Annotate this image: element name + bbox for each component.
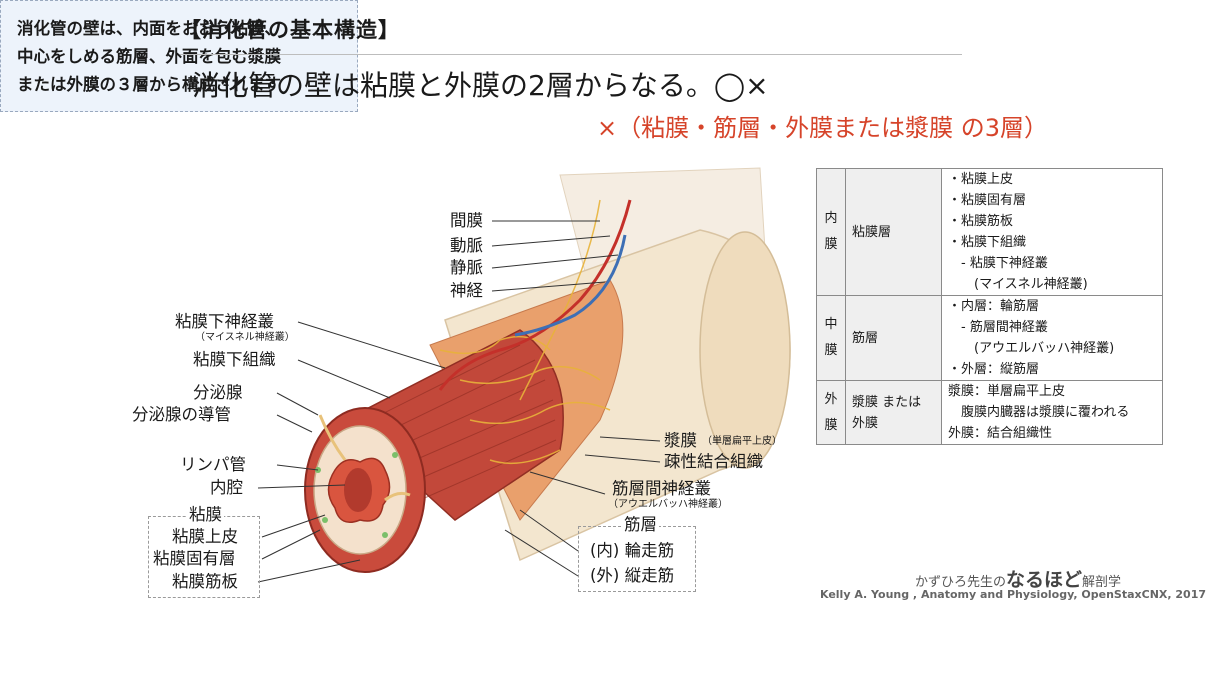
label-lumen: 内腔 [210,478,243,497]
label-gland: 分泌腺 [193,383,243,402]
serosa-end [699,231,791,469]
label-vein: 静脈 [450,258,483,277]
label-mucosa-group: 粘膜 [187,505,224,525]
label-loose-connective-tissue: 疎性結合組織 [664,452,763,471]
table-cell-details: ・内層：輪筋層 - 筋層間神経叢 (アウエルバッハ神経叢) ・外層：縦筋層 [941,295,1163,381]
label-serosa: 漿膜 [664,431,697,450]
table-cell-details: ・粘膜上皮 ・粘膜固有層 ・粘膜筋板 ・粘膜下組織 - 粘膜下神経叢 (マイスネ… [941,168,1163,296]
vein [514,234,627,337]
label-outer-longitudinal: (外) 縦走筋 [590,566,675,585]
page-title: 【消化管の基本構造】 [180,18,400,42]
gland-duct [318,414,347,461]
label-muscle-group: 筋層 [622,515,659,535]
brand-suffix: 解剖学 [1082,575,1122,590]
summary-line: 中心をしめる筋層、外面を包む漿膜 [17,47,281,66]
label-myenteric-plexus: 筋層間神経叢 [612,479,711,498]
quiz-answer: ×（粘膜・筋層・外膜または漿膜 の3層） [597,114,1049,142]
label-inner-circular: (内) 輪走筋 [590,541,675,560]
table-row: 中膜 筋層 ・内層：輪筋層 - 筋層間神経叢 (アウエルバッハ神経叢) ・外層：… [816,295,1163,381]
label-nerve: 神経 [450,281,483,300]
brand-main: なるほど [1006,569,1083,591]
label-artery: 動脈 [450,236,483,255]
table-cell-name: 粘膜層 [845,168,942,296]
table-cell-name: 漿膜 または 外膜 [845,380,942,445]
brand-logo: かずひろ先生のなるほど解剖学 [915,565,1121,592]
brand-prefix: かずひろ先生の [915,575,1007,590]
table-cell-position: 中膜 [816,295,846,381]
muscle-layer [343,329,564,521]
layer-table: 内膜 粘膜層 ・粘膜上皮 ・粘膜固有層 ・粘膜筋板 ・粘膜下組織 - 粘膜下神経… [816,168,1163,445]
quiz-question: 消化管の壁は粘膜と外膜の2層からなる。◯× [192,69,769,102]
header-divider [180,54,962,55]
label-gland-duct: 分泌腺の導管 [132,405,231,424]
table-row: 外膜 漿膜 または 外膜 漿膜：単層扁平上皮 腹膜内臓器は漿膜に覆われる 外膜：… [816,380,1163,445]
label-submucosa: 粘膜下組織 [193,350,276,369]
label-lymph: リンパ管 [180,455,246,474]
lumen [344,468,372,512]
table-cell-details: 漿膜：単層扁平上皮 腹膜内臓器は漿膜に覆われる 外膜：結合組織性 [941,380,1163,445]
label-submucosal-plexus: 粘膜下神経叢 [175,312,274,331]
label-serosa-sub: （単層扁平上皮） [702,436,782,447]
summary-box: 消化管の壁は、内面をおおう粘膜、 中心をしめる筋層、外面を包む漿膜 または外膜の… [0,0,358,112]
label-mesentery: 間膜 [450,211,483,230]
label-epithelium: 粘膜上皮 [172,527,238,546]
label-submucosal-plexus-sub: （マイスネル神経叢） [195,332,295,343]
label-muscularis-mucosae: 粘膜筋板 [172,572,238,591]
label-lamina-propria: 粘膜固有層 [153,549,236,568]
table-cell-position: 外膜 [816,380,846,445]
table-cell-position: 内膜 [816,168,846,296]
source-credit: Kelly A. Young , Anatomy and Physiology,… [820,588,1206,601]
table-cell-name: 筋層 [845,295,942,381]
label-myenteric-plexus-sub: （アウエルバッハ神経叢） [608,499,728,510]
table-row: 内膜 粘膜層 ・粘膜上皮 ・粘膜固有層 ・粘膜筋板 ・粘膜下組織 - 粘膜下神経… [816,168,1163,296]
summary-line: または外膜の３層から構成されます [17,75,281,94]
summary-line: 消化管の壁は、内面をおおう粘膜、 [17,19,281,38]
